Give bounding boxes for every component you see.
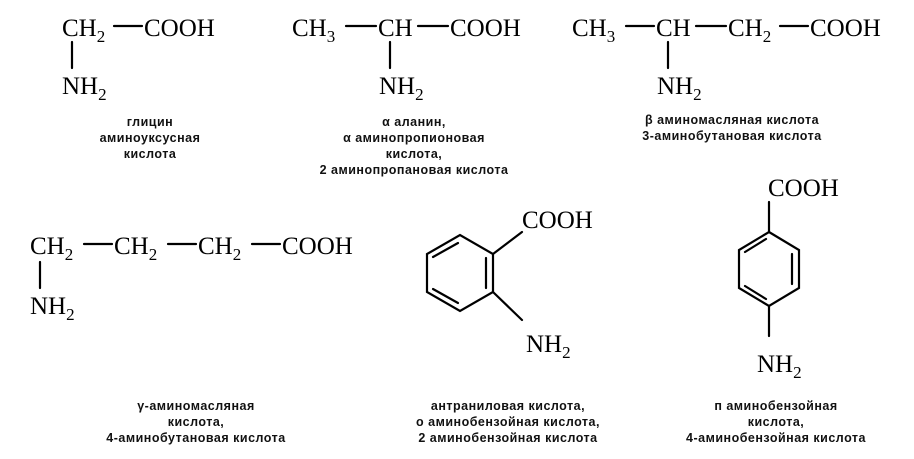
beta-caption-line: 3-аминобутановая кислота <box>642 129 822 143</box>
anthranilic-double-bond <box>431 241 460 259</box>
alanine-caption-line: 2 аминопропановая кислота <box>320 163 509 177</box>
gamma-aminobutyric-caption: γ-аминомасляная кислота, 4-аминобутанова… <box>106 399 286 445</box>
alanine-caption-line: α аминопропионовая <box>343 131 485 145</box>
para-double-bond <box>743 237 768 254</box>
glycine-caption-line: аминоуксусная <box>100 131 201 145</box>
gamma-caption-line: γ-аминомасляная <box>137 399 255 413</box>
beta-aminobutyric-structure: CH3 CH CH2 COOH NH2 <box>572 15 881 104</box>
beta-ch-text: CH <box>656 15 691 42</box>
beta-ch2-text: CH2 <box>728 15 771 46</box>
anthranilic-bond-cooh <box>491 230 524 256</box>
beta-cooh-text: COOH <box>810 15 881 42</box>
anthranilic-caption: антраниловая кислота, о аминобензойная к… <box>416 399 600 445</box>
gamma-ch2b-text: CH2 <box>114 233 157 264</box>
alanine-caption-line: α аланин, <box>382 115 446 129</box>
beta-caption-line: β аминомасляная кислота <box>645 113 820 127</box>
glycine-nh2-text: NH2 <box>62 73 107 104</box>
para-nh2-text: NH2 <box>757 351 802 382</box>
gamma-caption-line: кислота, <box>168 415 225 429</box>
anthranilic-caption-line: о аминобензойная кислота, <box>416 415 600 429</box>
anthranilic-double-bond <box>431 287 460 305</box>
gamma-ch2c-text: CH2 <box>198 233 241 264</box>
gamma-cooh-text: COOH <box>282 233 353 260</box>
alanine-ch-text: CH <box>378 15 413 42</box>
anthranilic-structure: COOH NH2 <box>425 207 593 362</box>
para-benzene-ring <box>737 230 801 308</box>
alanine-caption: α аланин, α аминопропионовая кислота, 2 … <box>320 115 509 177</box>
beta-aminobutyric-caption: β аминомасляная кислота 3-аминобутановая… <box>642 113 822 143</box>
alanine-structure: CH3 CH COOH NH2 <box>292 15 521 104</box>
glycine-structure: CH2 COOH NH2 <box>62 15 215 104</box>
beta-ch3-text: CH3 <box>572 15 615 46</box>
anthranilic-nh2-text: NH2 <box>526 331 571 362</box>
gamma-caption-line: 4-аминобутановая кислота <box>106 431 286 445</box>
alanine-ch3-text: CH3 <box>292 15 335 46</box>
gamma-ch2a-text: CH2 <box>30 233 73 264</box>
anthranilic-caption-line: 2 аминобензойная кислота <box>418 431 598 445</box>
glycine-ch2-text: CH2 <box>62 15 105 46</box>
para-caption-line: кислота, <box>748 415 805 429</box>
anthranilic-bond-nh2 <box>491 290 524 322</box>
para-aminobenzoic-structure: COOH NH2 <box>737 175 839 382</box>
beta-nh2-text: NH2 <box>657 73 702 104</box>
anthranilic-caption-line: антраниловая кислота, <box>431 399 585 413</box>
glycine-caption-line: кислота <box>124 147 177 161</box>
glycine-caption-line: глицин <box>127 115 173 129</box>
gamma-aminobutyric-structure: CH2 CH2 CH2 COOH NH2 <box>30 233 353 324</box>
para-caption-line: п аминобензойная <box>714 399 837 413</box>
glycine-caption: глицин аминоуксусная кислота <box>100 115 201 161</box>
alanine-cooh-text: COOH <box>450 15 521 42</box>
para-caption-line: 4-аминобензойная кислота <box>686 431 867 445</box>
gamma-nh2-text: NH2 <box>30 293 75 324</box>
alanine-caption-line: кислота, <box>386 147 443 161</box>
anthranilic-cooh-text: COOH <box>522 207 593 234</box>
glycine-cooh-text: COOH <box>144 15 215 42</box>
para-aminobenzoic-caption: п аминобензойная кислота, 4-аминобензойн… <box>686 399 867 445</box>
para-cooh-text: COOH <box>768 175 839 202</box>
para-double-bond <box>743 284 768 301</box>
anthranilic-benzene-ring <box>425 233 495 313</box>
alanine-nh2-text: NH2 <box>379 73 424 104</box>
